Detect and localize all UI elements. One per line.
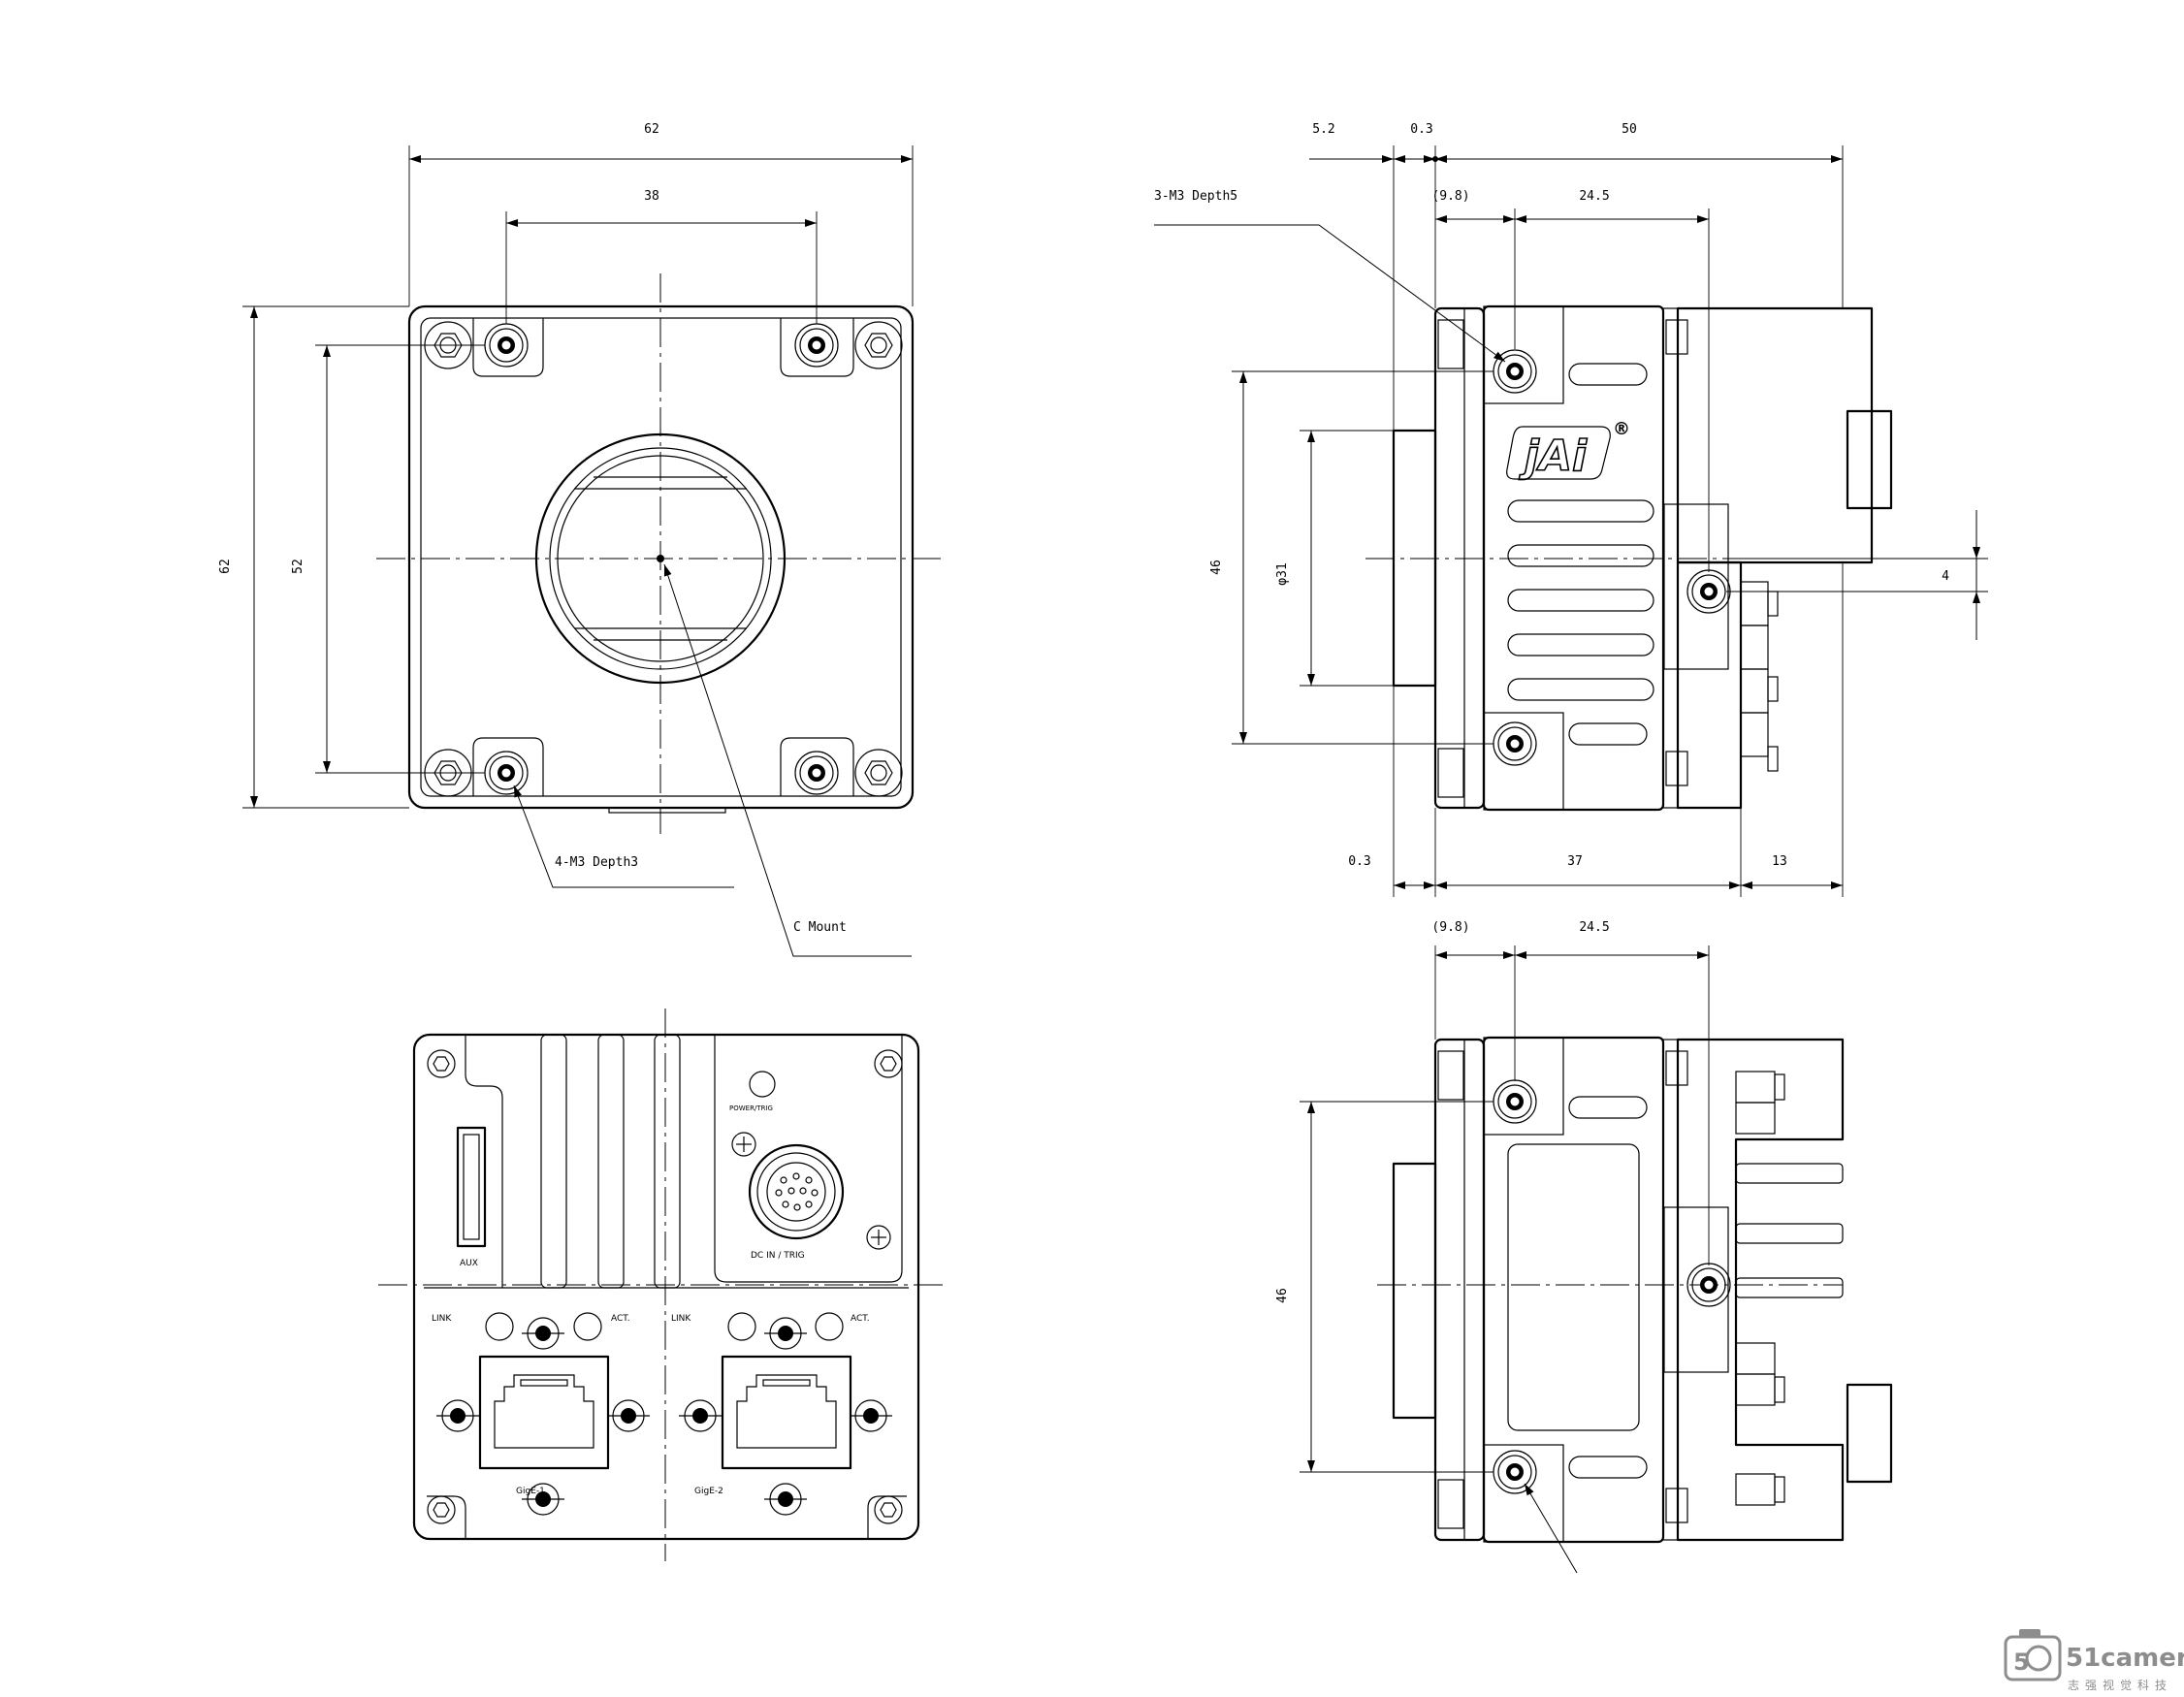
dcin-screw-2 [866, 1225, 891, 1250]
logo-text: jAi [1519, 432, 1588, 481]
side-dim-ref-a: (9.8) [1431, 189, 1469, 204]
front-m3-hole-tl [484, 323, 529, 368]
front-body-inner [420, 317, 902, 797]
front-m3-hole-tr [794, 323, 839, 368]
side-dim-top-b: 0.3 [1410, 122, 1432, 137]
gige2-link-led [727, 1312, 756, 1341]
side-rear-connector [1846, 409, 1893, 510]
side-view: jAi ® [1154, 122, 1988, 897]
jai-logo: jAi ® [1506, 419, 1630, 482]
rear-screw-tl [427, 1049, 456, 1078]
side-vent-slots [1507, 363, 1654, 746]
gige2-port [721, 1355, 852, 1470]
rear-fin-2 [597, 1034, 625, 1289]
front-callout-leader-mount [663, 563, 912, 957]
side-dim-top-a: 5.2 [1312, 122, 1334, 137]
front-hex-bolt-tr [854, 321, 903, 369]
front-callout-mount: C Mount [793, 920, 847, 935]
label-act-2: ACT. [851, 1314, 870, 1324]
side-m3-hole-top [1493, 349, 1537, 394]
gige1-act-led [573, 1312, 602, 1341]
side-dim-offset: 4 [1942, 569, 1949, 584]
rear-screw-br [874, 1495, 903, 1524]
front-dim-height-holes: 52 [291, 559, 305, 574]
bottom-view: (9.8) 24.5 46 [1275, 920, 1893, 1574]
front-hex-bolt-br [854, 749, 903, 797]
watermark-camera-icon: 5 [2004, 1629, 2062, 1681]
front-dim-width-holes: 38 [644, 189, 659, 204]
gige2-act-led [815, 1312, 844, 1341]
side-callout-leader [1154, 224, 1506, 363]
rear-fin-3 [654, 1034, 681, 1289]
rear-screw-bl [427, 1495, 456, 1524]
rear-fin-1 [540, 1034, 567, 1289]
side-rear-upper [1676, 306, 1874, 564]
bottom-rear-section [1676, 1038, 1845, 1542]
gige1-link-led [485, 1312, 514, 1341]
dcin-trig-connector [748, 1143, 845, 1240]
label-act-1: ACT. [611, 1314, 630, 1324]
front-callout-holes: 4-M3 Depth3 [555, 855, 638, 870]
bottom-callout-leader [1524, 1483, 1578, 1574]
front-m3-hole-bl [484, 751, 529, 795]
aux-port [456, 1126, 487, 1248]
label-link-1: LINK [432, 1314, 452, 1324]
front-view: 62 38 62 52 4-M3 Depth3 C Mount [218, 122, 946, 957]
gige2-screw-top [763, 1317, 808, 1350]
side-callout-holes: 3-M3 Depth5 [1154, 189, 1237, 204]
bottom-m3-hole-top [1493, 1079, 1537, 1124]
dcin-screw-1 [731, 1132, 756, 1157]
front-callout-leader-holes [513, 784, 734, 888]
rear-screw-tr [874, 1049, 903, 1078]
front-dim-height-outer: 62 [218, 559, 233, 574]
bottom-dim-ref-b: 24.5 [1579, 920, 1609, 935]
power-led [749, 1071, 776, 1098]
front-m3-hole-br [794, 751, 839, 795]
label-gige2: GigE-2 [694, 1487, 723, 1496]
side-m3-hole-rear [1686, 569, 1731, 614]
rear-view: AUX POWER/TRIG [378, 1009, 948, 1561]
bottom-m3-hole-bottom [1493, 1450, 1537, 1494]
side-dim-ref-b: 24.5 [1579, 189, 1609, 204]
front-dim-width-outer: 62 [644, 122, 659, 137]
gige1-screw-top [521, 1317, 565, 1350]
gige2-screw-bottom [763, 1483, 808, 1516]
watermark-brand: 51camera [2066, 1644, 2184, 1673]
side-dim-top-c: 50 [1622, 122, 1637, 137]
gige1-screw-left [435, 1399, 480, 1432]
label-link-2: LINK [671, 1314, 691, 1324]
watermark-digit: 5 [2013, 1649, 2030, 1676]
c-mount-ring [534, 432, 787, 685]
logo-registered: ® [1613, 419, 1630, 439]
label-gige1: GigE-1 [516, 1487, 545, 1496]
bottom-dim-ref-a: (9.8) [1431, 920, 1469, 935]
bottom-front-plate [1433, 1038, 1486, 1542]
side-dim-height: 46 [1209, 560, 1224, 575]
bottom-dim-height: 46 [1275, 1288, 1290, 1303]
front-bottom-tab [608, 807, 726, 814]
side-dim-bottom-b: 37 [1567, 854, 1583, 869]
side-m3-hole-bottom [1493, 721, 1537, 766]
bottom-label-area [1507, 1143, 1640, 1431]
watermark: 5 51camera 志强视觉科技 [2004, 1629, 2184, 1692]
label-aux: AUX [460, 1259, 478, 1268]
label-power-trig: POWER/TRIG [729, 1105, 773, 1112]
gige2-screw-right [849, 1399, 893, 1432]
gige2-screw-left [678, 1399, 723, 1432]
rear-body [412, 1033, 920, 1541]
bottom-flange [1392, 1162, 1437, 1420]
gige1-port [478, 1355, 610, 1470]
watermark-subtitle: 志强视觉科技 [2068, 1678, 2172, 1692]
side-dim-bottom-c: 13 [1772, 854, 1787, 869]
label-dcin-trig: DC IN / TRIG [751, 1251, 805, 1261]
bottom-rear-connector [1846, 1383, 1893, 1484]
side-dim-diameter: φ31 [1275, 562, 1290, 585]
gige1-screw-right [606, 1399, 651, 1432]
side-dim-bottom-a: 0.3 [1348, 854, 1370, 869]
